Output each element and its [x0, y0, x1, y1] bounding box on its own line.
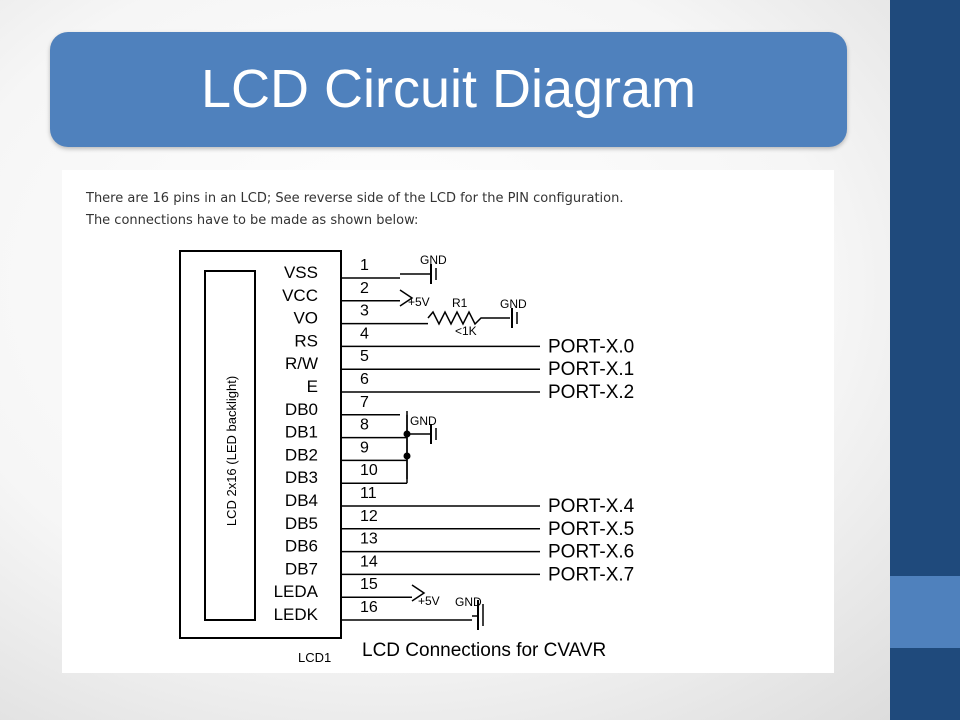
pin-row: DB3 10: [285, 462, 407, 487]
part-reference: LCD1: [298, 650, 331, 665]
lcd-outline: [179, 250, 342, 639]
pin-name: VO: [293, 309, 318, 328]
junction-dot-2: [403, 452, 411, 460]
pin-number: 15: [360, 576, 378, 593]
plus5v-label-2: +5V: [408, 295, 430, 309]
pin-number: 6: [360, 371, 369, 388]
gnd-label-1: GND: [420, 253, 447, 267]
lcd-inner-panel: [204, 270, 256, 621]
plus5v-arrow-2: [399, 289, 414, 307]
title-banner: LCD Circuit Diagram: [50, 32, 847, 147]
pin-row: DB2 9: [285, 439, 407, 464]
intro-line-2: The connections have to be made as shown…: [86, 213, 419, 228]
pin-name: E: [307, 377, 318, 396]
gnd-label-r1: GND: [500, 297, 527, 311]
r1-value: <1K: [455, 324, 477, 338]
pin-name: DB2: [285, 445, 318, 464]
pin-number: 10: [360, 462, 378, 479]
slide-title: LCD Circuit Diagram: [200, 59, 697, 119]
pin-row: VSS 1: [284, 257, 400, 282]
pin-name: R/W: [285, 354, 318, 373]
pin-number: 16: [360, 599, 378, 616]
pin-row: DB0 7: [285, 394, 400, 419]
port-label: PORT-X.6: [548, 542, 634, 563]
pin-name: RS: [294, 331, 318, 350]
pin-number: 14: [360, 553, 378, 570]
pin-name: LEDA: [274, 582, 319, 601]
pin-name: VSS: [284, 263, 318, 282]
pin-number: 13: [360, 531, 378, 548]
pin-row: DB1 8: [285, 417, 407, 442]
pin-name: DB7: [285, 559, 318, 578]
pin-row: LEDK 16: [274, 599, 472, 624]
pin-name: VCC: [282, 286, 318, 305]
side-bar-accent: [890, 576, 960, 648]
pin-number: 2: [360, 280, 369, 297]
pin-number: 4: [360, 325, 369, 342]
pin-name: DB0: [285, 400, 318, 419]
pin-number: 8: [360, 417, 369, 434]
port-label: PORT-X.1: [548, 359, 634, 380]
plus5v-label-15: +5V: [418, 594, 440, 608]
port-label: PORT-X.2: [548, 382, 634, 403]
gnd-label-db: GND: [410, 414, 437, 428]
lcd-label: LCD 2x16 (LED backlight): [224, 376, 239, 526]
pin-name: DB1: [285, 423, 318, 442]
port-label: PORT-X.4: [548, 496, 635, 517]
pin-number: 11: [360, 485, 377, 502]
port-label: PORT-X.5: [548, 519, 634, 540]
pin-name: DB3: [285, 468, 318, 487]
pin-number: 7: [360, 394, 369, 411]
pin-number: 1: [360, 257, 369, 274]
port-label: PORT-X.7: [548, 564, 634, 585]
diagram-caption: LCD Connections for CVAVR: [362, 640, 606, 661]
pin-row: VO 3: [293, 303, 428, 328]
pin-row: VCC 2: [282, 280, 400, 305]
intro-text: There are 16 pins in an LCD; See reverse…: [86, 188, 623, 232]
resistor-r1: [427, 310, 510, 326]
pin-number: 9: [360, 439, 369, 456]
pin-name: LEDK: [274, 605, 319, 624]
intro-line-1: There are 16 pins in an LCD; See reverse…: [86, 191, 624, 206]
pin-number: 3: [360, 303, 369, 320]
pin-number: 12: [360, 508, 378, 525]
pin-name: DB5: [285, 514, 318, 533]
pin-name: DB6: [285, 537, 318, 556]
r1-label: R1: [452, 296, 468, 310]
port-label: PORT-X.0: [548, 336, 634, 357]
gnd-label-16: GND: [455, 595, 482, 609]
plus5v-arrow-15: [411, 584, 426, 602]
diagram-panel: [62, 170, 834, 673]
pin-name: DB4: [285, 491, 318, 510]
pin-row: LEDA 15: [274, 576, 412, 601]
pin-number: 5: [360, 348, 369, 365]
